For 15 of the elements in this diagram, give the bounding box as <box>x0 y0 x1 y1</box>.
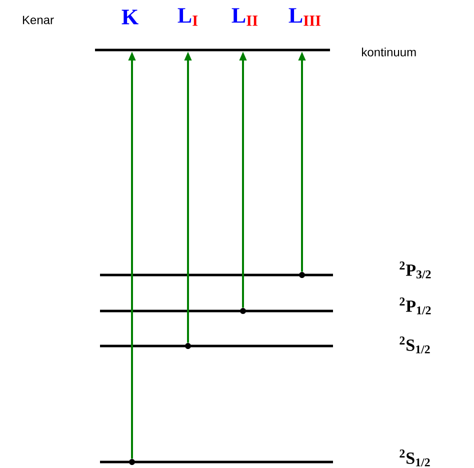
energy-level-line <box>100 344 333 348</box>
term-symbol: $^{2}$P$_{3/2}$ <box>400 262 431 278</box>
axis-title: Kenar <box>22 16 54 24</box>
term-symbol: $^{2}$S$_{1/2}$ <box>400 336 430 354</box>
energy-level-line <box>100 274 333 276</box>
term-symbol: $^{2}$P$_{1/2}$ <box>400 298 431 314</box>
edge-name: L$_{II}$ <box>232 8 258 26</box>
energy-level-line <box>100 310 333 312</box>
edge-name: L$_{III}$ <box>288 8 321 26</box>
term-symbol: $^{2}$S$_{1/2}$ <box>400 450 430 466</box>
edge-name: K <box>122 10 138 24</box>
edge-name: L$_{I}$ <box>178 8 198 26</box>
energy-level-line <box>95 48 330 52</box>
energy-level-line <box>100 460 333 464</box>
level-label: kontinuum <box>362 48 416 56</box>
